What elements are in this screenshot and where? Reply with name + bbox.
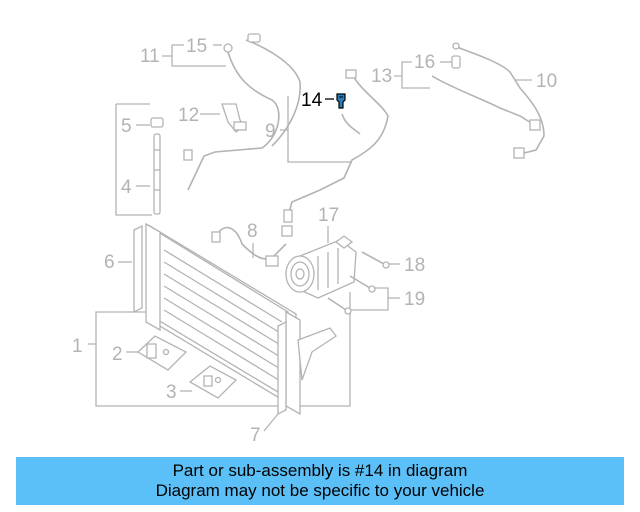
part-16-fitting[interactable]	[451, 55, 461, 69]
part-7-bracket[interactable]	[277, 320, 287, 416]
part-17-compressor[interactable]	[285, 235, 357, 299]
callout-19[interactable]: 19	[404, 289, 425, 310]
part-4-drier[interactable]	[153, 133, 161, 215]
mount-bracket[interactable]	[297, 327, 337, 381]
callout-10[interactable]: 10	[536, 71, 557, 92]
condenser-assembly[interactable]	[145, 222, 301, 416]
callout-17[interactable]: 17	[318, 205, 339, 226]
leader-lines	[88, 44, 532, 432]
banner-line-1: Part or sub-assembly is #14 in diagram	[172, 461, 468, 480]
callout-9[interactable]: 9	[265, 121, 276, 142]
callout-18[interactable]: 18	[404, 255, 425, 276]
callout-14[interactable]: 14	[301, 90, 323, 111]
callout-12[interactable]: 12	[178, 105, 199, 126]
pipe-11[interactable]	[183, 33, 301, 191]
part-18-bolt[interactable]	[361, 251, 390, 269]
part-19-bolts[interactable]	[327, 275, 376, 315]
callout-8[interactable]: 8	[247, 221, 258, 242]
callout-7[interactable]: 7	[250, 425, 261, 446]
callout-5[interactable]: 5	[121, 116, 132, 137]
callout-2[interactable]: 2	[112, 344, 123, 365]
part-5-cap[interactable]	[150, 117, 164, 128]
callout-11[interactable]: 11	[140, 46, 160, 67]
part-3-pack[interactable]	[188, 365, 238, 399]
pipe-8[interactable]	[211, 225, 293, 267]
part-6-bracket[interactable]	[133, 224, 143, 314]
callout-3[interactable]: 3	[166, 382, 177, 403]
part-14-valve-core[interactable]	[336, 93, 346, 109]
callout-15[interactable]: 15	[186, 36, 207, 57]
banner-line-2: Diagram may not be specific to your vehi…	[155, 481, 485, 500]
part-12-bracket[interactable]	[221, 103, 247, 133]
callout-4[interactable]: 4	[121, 177, 132, 198]
callout-16[interactable]: 16	[414, 52, 435, 73]
callout-13[interactable]: 13	[371, 66, 392, 87]
callout-1[interactable]: 1	[72, 336, 83, 357]
part-2-pack[interactable]	[136, 335, 188, 371]
parts-diagram: 11 15 12 5 4 9 14 16 13 10 17 8 6 18 19 …	[72, 33, 557, 446]
info-banner: Part or sub-assembly is #14 in diagram D…	[16, 457, 624, 505]
callout-6[interactable]: 6	[104, 252, 115, 273]
pipe-10[interactable]	[431, 42, 545, 159]
pipe-9[interactable]	[283, 69, 389, 223]
